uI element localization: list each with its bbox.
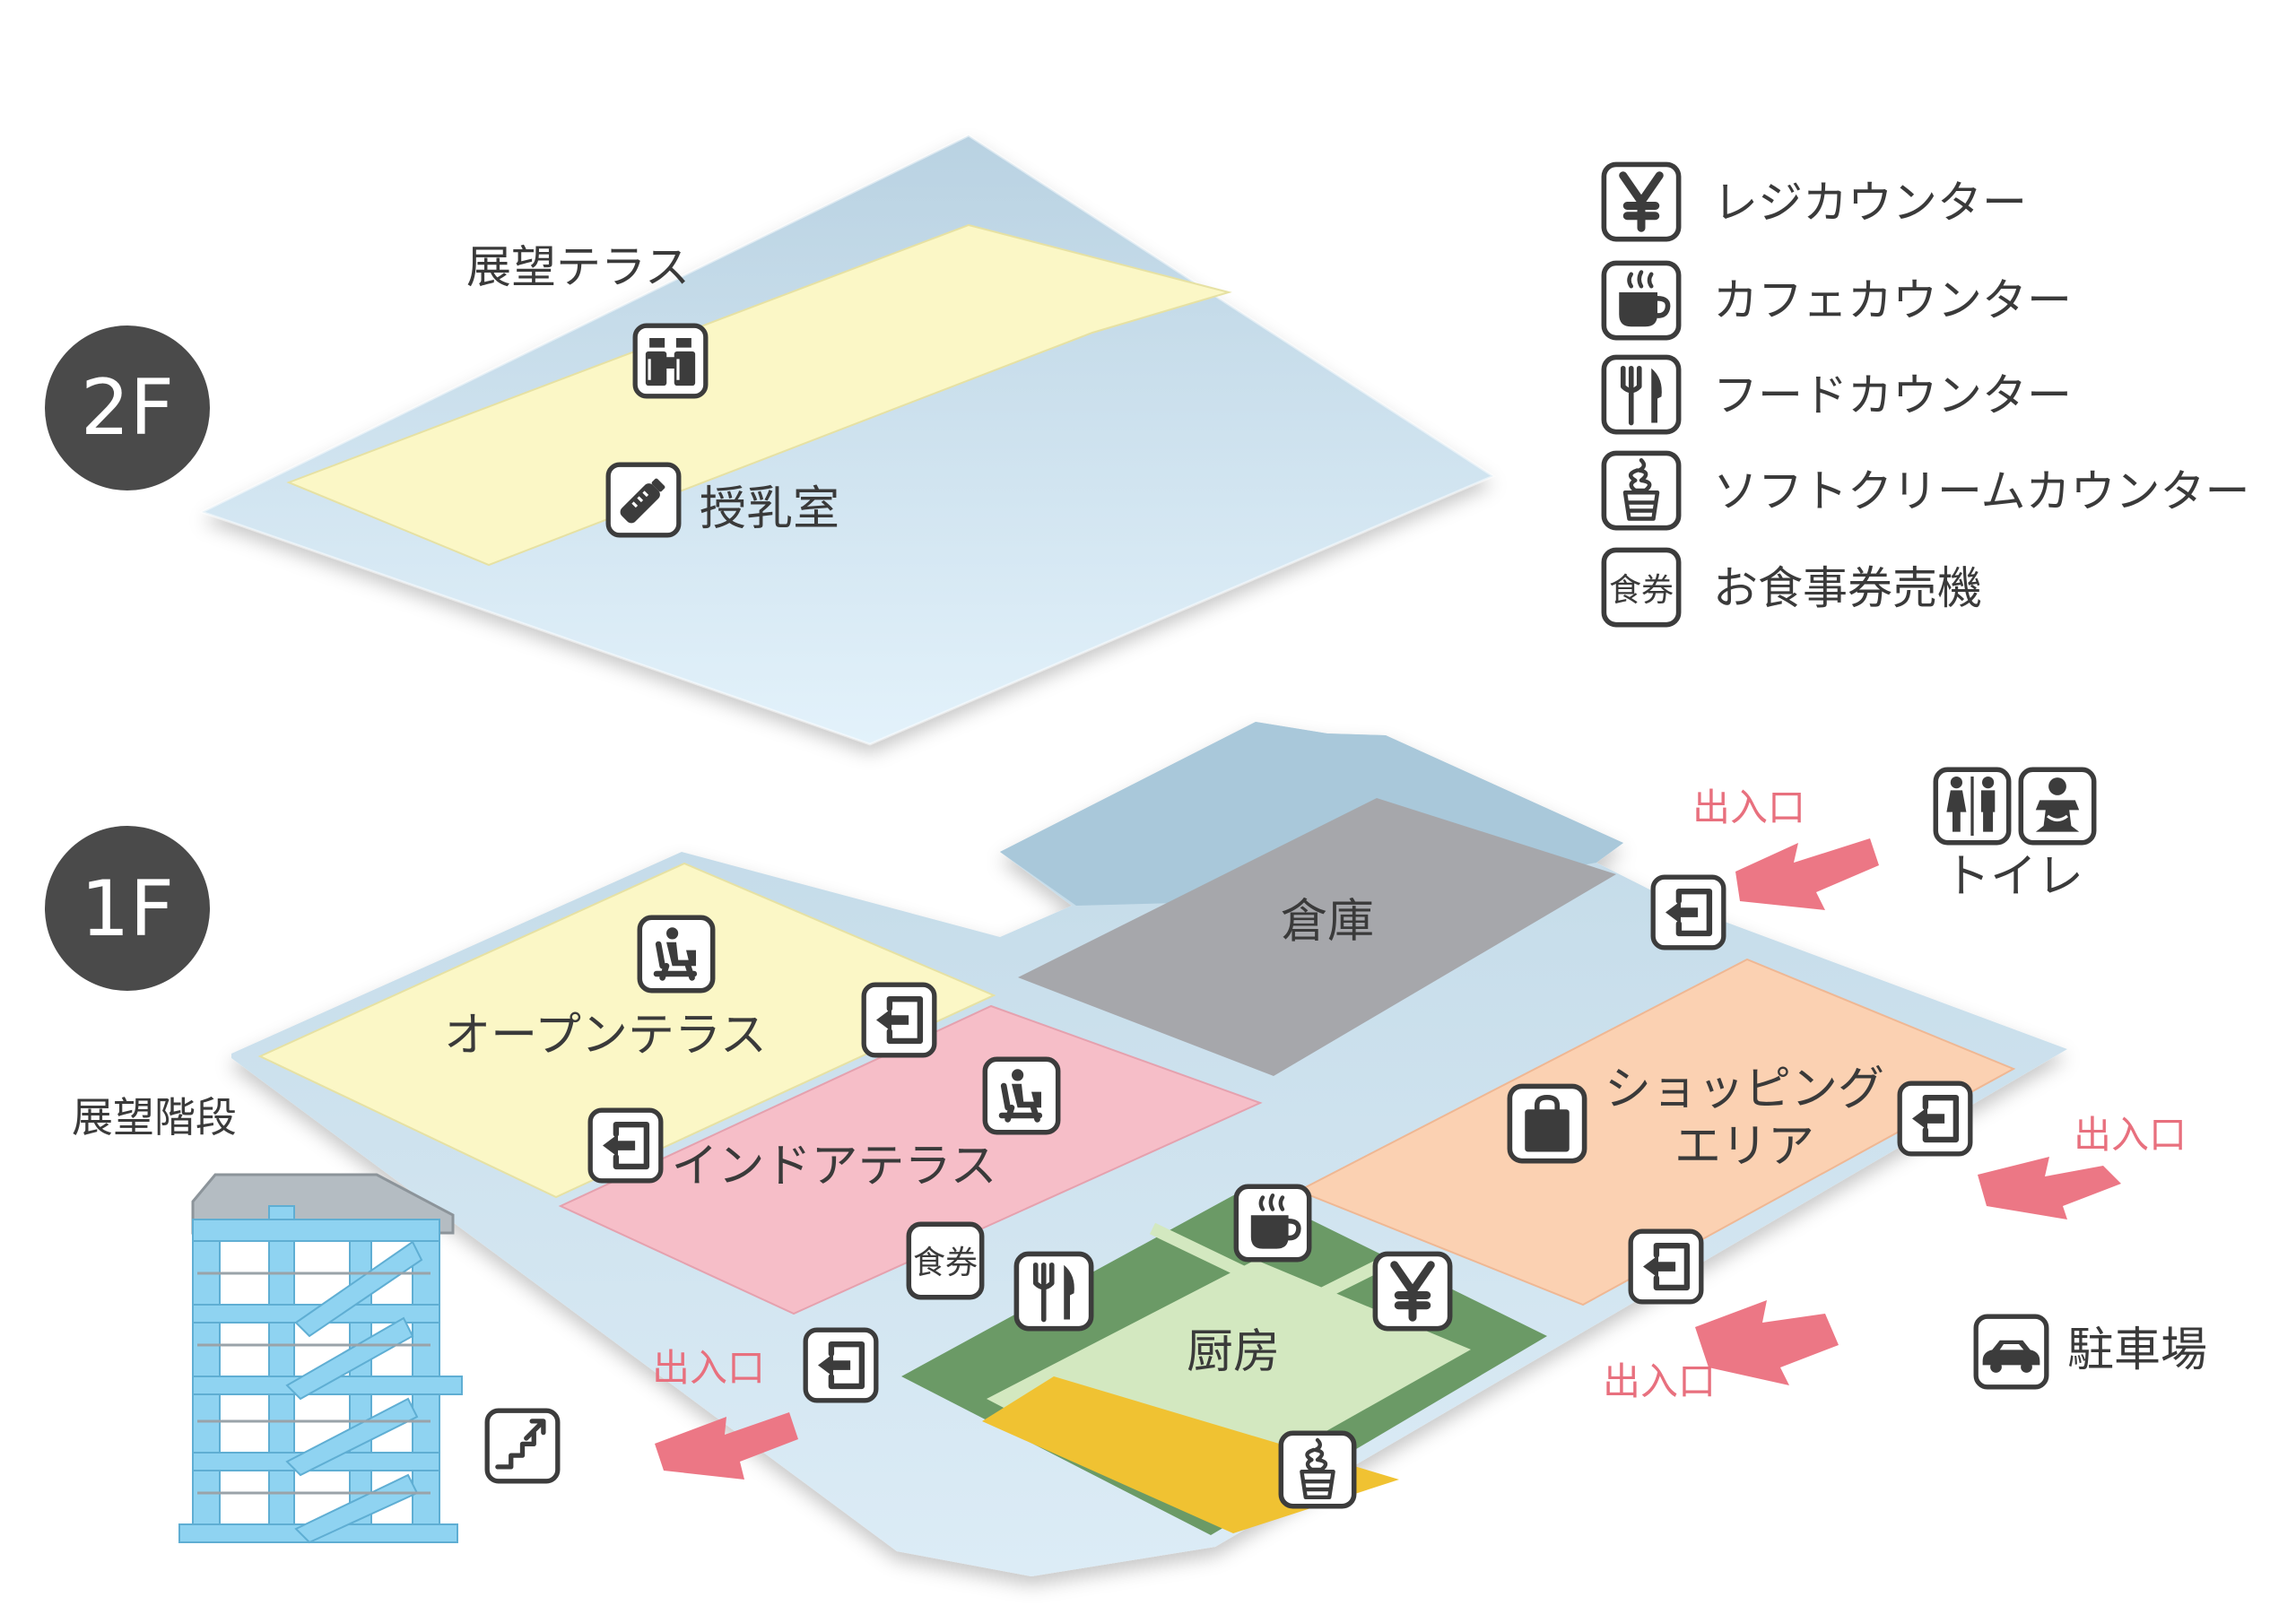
entrance-arrow-southwest <box>655 1412 798 1480</box>
coffee-cup-icon-floor <box>1236 1186 1309 1259</box>
restroom-icon <box>1935 769 2008 842</box>
entrance-label-north: 出入口 <box>1692 785 1805 829</box>
floor-badge-2f-text: 2F <box>81 363 174 453</box>
storage-area <box>1018 798 1616 1076</box>
entrance-icon-open-terrace <box>864 985 935 1055</box>
entrance-icon-southwest <box>805 1330 876 1401</box>
entrance-icon-indoor-terrace <box>590 1110 661 1181</box>
toilet-label: トイレ <box>1944 850 2083 904</box>
indoor-terrace-label: インドアテラス <box>672 1140 997 1193</box>
binoculars-icon <box>635 325 706 396</box>
seating-icon-open-terrace <box>639 917 712 990</box>
floor-2f-base <box>202 135 1493 744</box>
open-terrace-label: オープンテラス <box>444 1009 767 1063</box>
entrance-arrow-east <box>1978 1157 2121 1219</box>
nursing-room-label: 授乳室 <box>700 482 839 536</box>
legend-yen-icon <box>1604 164 1678 239</box>
legend-item: ソフトクリームカウンター <box>1604 453 2250 527</box>
yen-icon-floor <box>1375 1254 1449 1328</box>
observation-terrace-label: 展望テラス <box>466 241 690 293</box>
baby-bottle-icon <box>608 464 679 535</box>
legend-meal-ticket-icon-text: 食券 <box>1609 572 1674 609</box>
indoor-terrace-area <box>558 1004 1263 1315</box>
observation-stairs-label: 展望階段 <box>72 1093 237 1141</box>
legend-label-ticket-machine: お食事券売機 <box>1713 562 1982 614</box>
floor-2f-base-edge <box>198 134 1497 746</box>
entrance-label-east: 出入口 <box>2074 1113 2187 1157</box>
observation-terrace-area <box>286 223 1232 567</box>
shopping-label-line1: ショッピング <box>1605 1063 1884 1116</box>
legend-label-cafe: カフェカウンター <box>1713 274 2072 326</box>
entrance-label-southwest: 出入口 <box>652 1346 765 1390</box>
legend-fork-knife-icon <box>1604 357 1678 431</box>
observation-stairs-structure <box>178 1173 463 1544</box>
fork-knife-icon-floor <box>1016 1254 1091 1328</box>
shopping-bag-icon <box>1509 1086 1584 1160</box>
legend-label-food: フードカウンター <box>1713 369 2072 421</box>
parking-label: 駐車場 <box>2067 1324 2207 1377</box>
legend-item: レジカウンター <box>1604 164 2027 239</box>
storage-label: 倉庫 <box>1281 895 1374 949</box>
kitchen-divider <box>1149 1222 1385 1306</box>
car-icon <box>1976 1316 2047 1387</box>
shopping-label-line2: エリア <box>1674 1120 1814 1174</box>
legend-label-soft-serve: ソフトクリームカウンター <box>1713 465 2250 517</box>
legend: レジカウンター カフェカウンター フードカウンター ソフトクリームカウンター 食… <box>1604 164 2250 624</box>
legend-item: フードカウンター <box>1604 357 2072 431</box>
legend-soft-serve-icon <box>1604 453 1678 527</box>
legend-label-register: レジカウンター <box>1713 177 2027 229</box>
entrance-arrow-north <box>1735 838 1879 910</box>
entrance-icon-east <box>1900 1083 1970 1154</box>
shopping-area <box>1296 958 2016 1306</box>
floor-2f <box>198 134 1497 746</box>
baby-changing-icon <box>2021 769 2093 842</box>
floor-badge-2f: 2F <box>45 325 210 490</box>
entrance-icon-north <box>1653 877 1724 948</box>
kitchen-label: 厨房 <box>1187 1325 1280 1379</box>
entrance-arrow-south <box>1695 1300 1839 1385</box>
floor-badge-1f-text: 1F <box>81 864 174 954</box>
entrance-icon-south <box>1631 1231 1701 1302</box>
legend-coffee-cup-icon <box>1604 263 1678 337</box>
seating-icon-indoor-terrace <box>985 1059 1057 1132</box>
legend-item: カフェカウンター <box>1604 263 2072 337</box>
stairs-icon <box>487 1410 558 1481</box>
soft-serve-icon-floor <box>1281 1433 1353 1506</box>
open-terrace-area <box>257 862 996 1199</box>
legend-item: 食券 お食事券売機 <box>1604 550 1982 624</box>
floor-badge-1f: 1F <box>45 826 210 991</box>
meal-ticket-icon-floor-text: 食券 <box>913 1245 978 1281</box>
entrance-label-south: 出入口 <box>1603 1359 1716 1403</box>
